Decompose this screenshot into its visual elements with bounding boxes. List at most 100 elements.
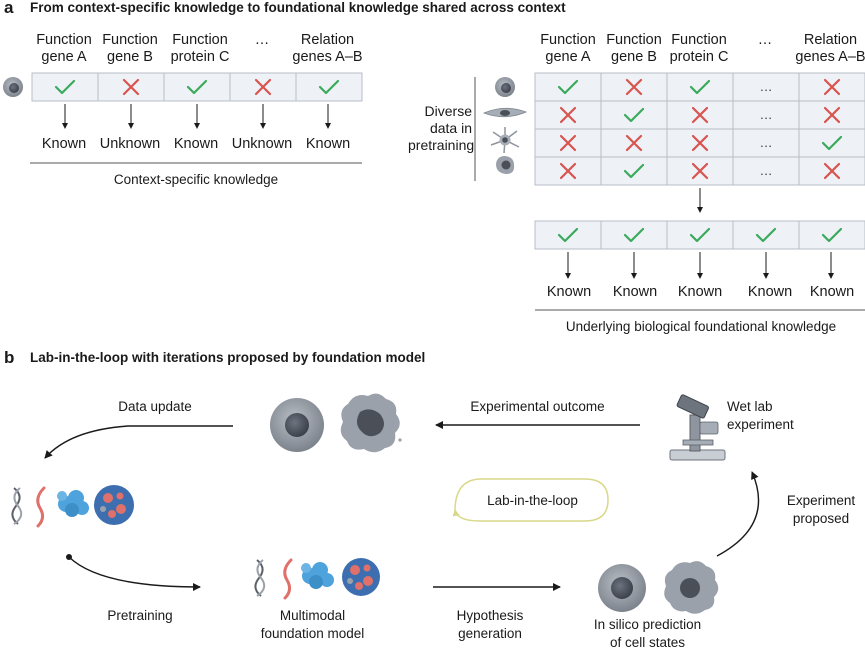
- svg-text:…: …: [760, 135, 773, 150]
- panel-b-title: Lab-in-the-loop with iterations proposed…: [30, 350, 426, 365]
- data-update-arrow: [44, 425, 233, 459]
- pretraining-table-check-mark: [689, 79, 711, 95]
- pretraining-table-cross-mark: [625, 134, 643, 152]
- right-caption: Underlying biological foundational knowl…: [565, 319, 837, 334]
- pretraining-table-cell: [732, 128, 800, 158]
- pretraining-table-cell: [600, 100, 668, 130]
- left-outcome-1: Known: [41, 136, 87, 152]
- neuron-cell-icon: [490, 127, 520, 154]
- pretraining-table: … … … …: [534, 72, 865, 186]
- left-table-cell: [163, 72, 231, 102]
- left-header-ellipsis: …: [254, 32, 270, 48]
- lab-in-the-loop-cycle: [452, 478, 609, 522]
- right-outcome-3: Known: [677, 284, 723, 300]
- spindle-cell-icon: [482, 107, 528, 118]
- panel-a-title: From context-specific knowledge to found…: [30, 0, 566, 15]
- pretraining-table-cross-mark: [559, 106, 577, 124]
- pretraining-arrow: [68, 556, 201, 591]
- microscope-icon: [669, 394, 726, 461]
- protein-icon: [301, 562, 334, 589]
- healthy-cell-icon: [270, 398, 324, 452]
- panel-a-letter: a: [4, 0, 14, 17]
- pretraining-table-cross-mark: [691, 134, 709, 152]
- pretraining-label: Pretraining: [107, 608, 173, 623]
- left-outcome-2: Unknown: [99, 136, 161, 152]
- pretraining-table-cell: [732, 72, 800, 102]
- foundational-table-check-mark: [821, 227, 843, 243]
- left-outcome-arrows: [62, 104, 331, 129]
- complex-icon: [94, 485, 134, 525]
- left-table-check-mark: [186, 79, 208, 95]
- pretraining-table-ellipsis-mark: …: [760, 79, 773, 94]
- pretraining-table-cross-mark: [559, 162, 577, 180]
- dna-icon: [254, 559, 266, 597]
- left-caption: Context-specific knowledge: [113, 172, 279, 187]
- left-outcome-3: Known: [173, 136, 219, 152]
- experiment-proposed-arrow: [716, 471, 760, 557]
- right-outcome-arrows: [565, 252, 834, 279]
- pretraining-table-cross-mark: [823, 106, 841, 124]
- foundational-table-check-mark: [755, 227, 777, 243]
- pretraining-table-check-mark: [557, 79, 579, 95]
- left-outcome-5: Known: [305, 136, 351, 152]
- left-table-check-mark: [54, 79, 76, 95]
- experimental-outcome-label: Experimental outcome: [470, 399, 605, 414]
- pretraining-table-cross-mark: [691, 162, 709, 180]
- pretraining-table-cross-mark: [625, 78, 643, 96]
- predicted-damaged-cell-icon: [664, 561, 719, 614]
- pretraining-table-cell: [600, 156, 668, 186]
- rna-icon: [36, 486, 46, 528]
- rna-icon: [283, 558, 293, 600]
- pretraining-table-ellipsis-mark: …: [760, 135, 773, 150]
- right-outcome-4: Known: [747, 284, 793, 300]
- left-table-check-mark: [318, 79, 340, 95]
- svg-text:…: …: [760, 163, 773, 178]
- pretraining-table-cross-mark: [823, 78, 841, 96]
- foundational-table-check-mark: [557, 227, 579, 243]
- predicted-healthy-cell-icon: [598, 564, 646, 612]
- svg-text:…: …: [760, 107, 773, 122]
- pretraining-table-check-mark: [821, 135, 843, 151]
- right-header-ellipsis: …: [757, 32, 773, 48]
- left-table-cell: [229, 72, 297, 102]
- data-update-label: Data update: [118, 399, 192, 414]
- pretraining-table-cross-mark: [559, 134, 577, 152]
- right-outcome-5: Known: [809, 284, 855, 300]
- pretraining-table-check-mark: [623, 107, 645, 123]
- foundational-table-cell: [534, 220, 602, 250]
- pretraining-table-cell: [732, 156, 800, 186]
- foundational-table-check-mark: [689, 227, 711, 243]
- panel-b-letter: b: [4, 348, 15, 367]
- left-table-cell: [295, 72, 363, 102]
- left-outcome-4: Unknown: [231, 136, 293, 152]
- irregular-cell-icon: [496, 156, 515, 174]
- pretraining-table-cross-mark: [823, 162, 841, 180]
- pretraining-table-cell: [666, 72, 734, 102]
- round-cell-icon: [495, 77, 515, 97]
- pretraining-table-cell: [798, 128, 865, 158]
- pretraining-table-ellipsis-mark: …: [760, 163, 773, 178]
- foundation-model-modalities: [254, 558, 380, 600]
- pretraining-table-check-mark: [623, 163, 645, 179]
- right-outcome-2: Known: [612, 284, 658, 300]
- left-table-cross-mark: [122, 78, 140, 96]
- foundational-table-check-mark: [623, 227, 645, 243]
- pretraining-table-cross-mark: [691, 106, 709, 124]
- foundational-table-cell: [666, 220, 734, 250]
- protein-icon: [57, 490, 89, 517]
- dna-icon: [11, 487, 23, 525]
